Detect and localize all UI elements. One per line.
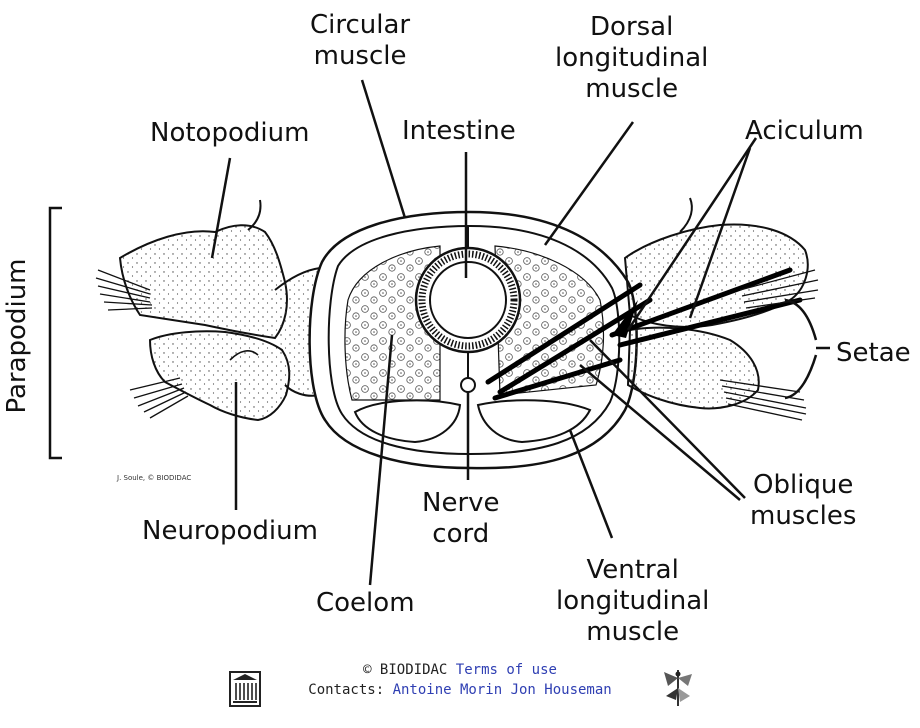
contacts-label: Contacts: bbox=[308, 682, 392, 698]
university-building-icon[interactable] bbox=[228, 668, 262, 712]
label-setae: Setae bbox=[836, 338, 911, 369]
label-dorsal-line-3: muscle bbox=[555, 74, 708, 105]
label-oblique-muscles: Oblique muscles bbox=[750, 470, 856, 532]
biodidac-logo-icon[interactable] bbox=[660, 666, 696, 714]
footer-credits: © BIODIDAC Terms of use Contacts: Antoin… bbox=[300, 660, 620, 700]
neuropodium-shape bbox=[150, 331, 289, 420]
label-circular-muscle-line-1: Circular bbox=[310, 10, 410, 41]
label-oblique-line-2: muscles bbox=[750, 501, 856, 532]
label-parapodium: Parapodium bbox=[2, 258, 32, 413]
footer-line-2: Contacts: Antoine Morin Jon Houseman bbox=[300, 680, 620, 700]
label-neuropodium: Neuropodium bbox=[142, 516, 318, 547]
label-ventral-line-2: longitudinal bbox=[556, 586, 709, 617]
copyright-text: © BIODIDAC bbox=[363, 662, 456, 678]
label-ventral-longitudinal-muscle: Ventral longitudinal muscle bbox=[556, 555, 709, 648]
label-coelom: Coelom bbox=[316, 588, 415, 619]
label-nerve-cord: Nerve cord bbox=[422, 488, 500, 550]
label-nerve-cord-line-2: cord bbox=[422, 519, 500, 550]
label-aciculum: Aciculum bbox=[745, 116, 864, 147]
label-dorsal-line-2: longitudinal bbox=[555, 43, 708, 74]
contact-link-antoine-morin[interactable]: Antoine Morin bbox=[393, 682, 503, 698]
label-circular-muscle: Circular muscle bbox=[310, 10, 410, 72]
label-intestine: Intestine bbox=[402, 116, 516, 147]
label-oblique-line-1: Oblique bbox=[750, 470, 856, 501]
notopodium-shape bbox=[120, 225, 287, 338]
label-dorsal-line-1: Dorsal bbox=[555, 12, 708, 43]
label-ventral-line-3: muscle bbox=[556, 617, 709, 648]
nerve-cord-shape bbox=[461, 378, 475, 392]
parapodium-bracket bbox=[50, 208, 62, 458]
footer-line-1: © BIODIDAC Terms of use bbox=[300, 660, 620, 680]
label-ventral-line-1: Ventral bbox=[556, 555, 709, 586]
contact-link-jon-houseman[interactable]: Jon Houseman bbox=[511, 682, 612, 698]
label-dorsal-longitudinal-muscle: Dorsal longitudinal muscle bbox=[555, 12, 708, 105]
illustration-credit: J. Soule, © BIODIDAC bbox=[117, 474, 191, 482]
terms-of-use-link[interactable]: Terms of use bbox=[456, 662, 557, 678]
label-notopodium: Notopodium bbox=[150, 118, 309, 149]
label-nerve-cord-line-1: Nerve bbox=[422, 488, 500, 519]
label-circular-muscle-line-2: muscle bbox=[310, 41, 410, 72]
